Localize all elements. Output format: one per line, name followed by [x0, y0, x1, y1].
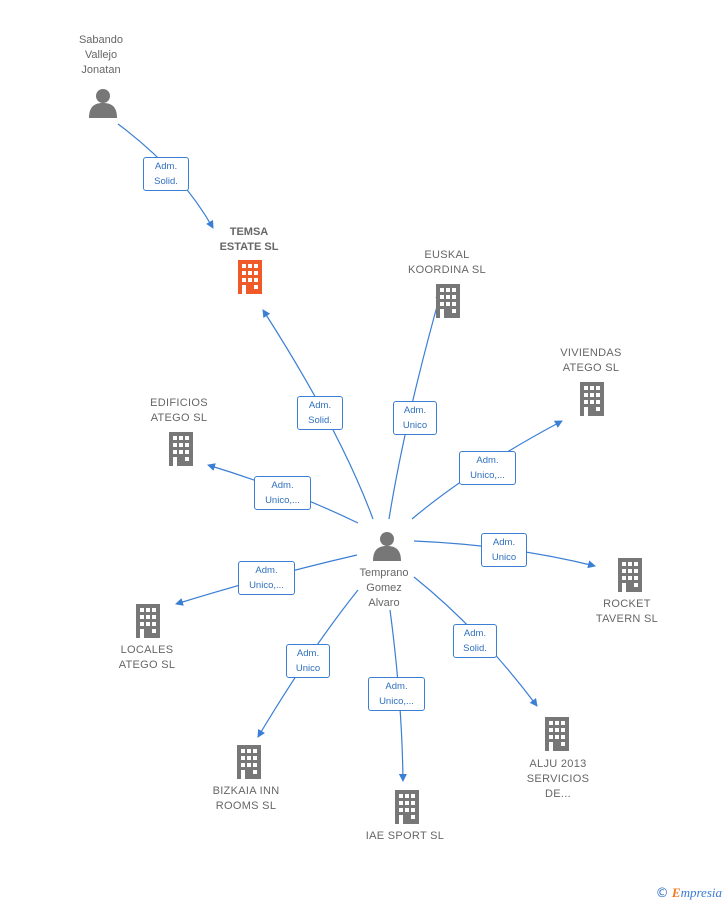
node-label-viviendas[interactable]: VIVIENDAS ATEGO SL [560, 347, 622, 374]
building-icon [580, 382, 604, 416]
node-label-bizkaia[interactable]: BIZKAIA INN ROOMS SL [212, 785, 280, 812]
person-icon [89, 89, 117, 118]
brand-e: E [671, 885, 681, 900]
building-icon [545, 717, 569, 751]
edge-label-temprano-temsa: Adm. Solid. [297, 396, 343, 430]
building-icon [436, 284, 460, 318]
focus-building-icon [238, 260, 262, 294]
edge-label-temprano-locales: Adm. Unico,... [238, 561, 295, 595]
node-label-iae[interactable]: IAE SPORT SL [365, 830, 445, 842]
edge-label-temprano-iae: Adm. Unico,... [368, 677, 425, 711]
edge-label-temprano-rocket: Adm. Unico [481, 533, 527, 567]
node-label-edificios[interactable]: EDIFICIOS ATEGO SL [150, 397, 208, 424]
brand-logo: © Empresia [656, 885, 722, 901]
node-label-alju[interactable]: ALJU 2013 SERVICIOS DE... [526, 758, 590, 800]
building-icon [395, 790, 419, 824]
edge-label-temprano-viviendas: Adm. Unico,... [459, 451, 516, 485]
copyright-icon: © [655, 886, 669, 901]
building-icon [169, 432, 193, 466]
edge-label-temprano-bizkaia: Adm. Unico [286, 644, 330, 678]
edge-label-sabando-temsa: Adm. Solid. [143, 157, 189, 191]
edge-label-temprano-edificios: Adm. Unico,... [254, 476, 311, 510]
node-label-locales[interactable]: LOCALES ATEGO SL [118, 644, 176, 671]
node-label-sabando[interactable]: Sabando Vallejo Jonatan [78, 34, 124, 76]
brand-name: mpresia [680, 885, 722, 900]
person-icon [373, 532, 401, 561]
building-icon [237, 745, 261, 779]
node-label-rocket[interactable]: ROCKET TAVERN SL [595, 598, 659, 625]
node-label-temprano[interactable]: Temprano Gomez Alvaro [359, 567, 409, 609]
edge-label-temprano-alju: Adm. Solid. [453, 624, 497, 658]
building-icon [136, 604, 160, 638]
edge-label-temprano-euskal: Adm. Unico [393, 401, 437, 435]
node-label-temsa[interactable]: TEMSA ESTATE SL [219, 226, 279, 253]
node-label-euskal[interactable]: EUSKAL KOORDINA SL [408, 249, 486, 276]
building-icon [618, 558, 642, 592]
